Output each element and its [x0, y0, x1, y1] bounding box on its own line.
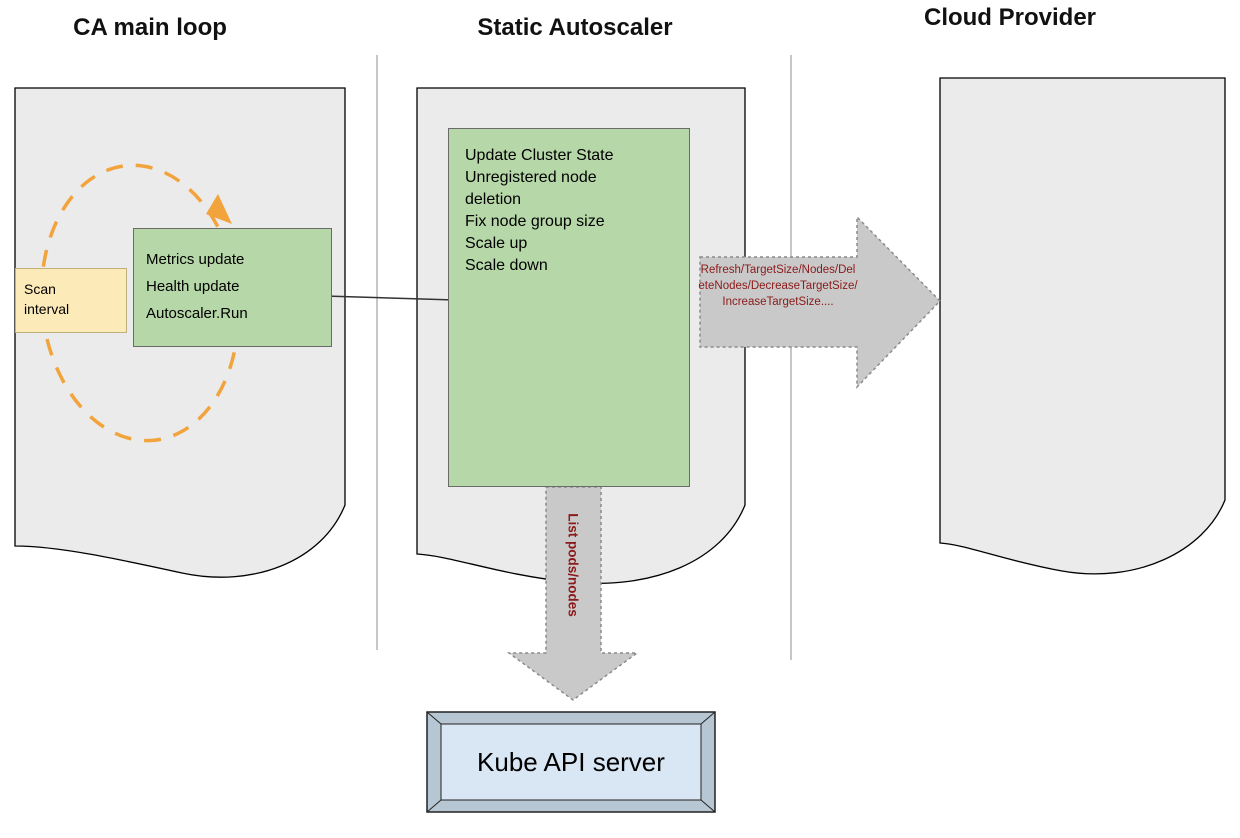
- autoscaler-step: Fix node group size: [465, 213, 605, 230]
- cloud-provider-document-shape: [939, 77, 1226, 575]
- arrow-to-kube-api-server: [506, 486, 640, 701]
- ca-run-box-line: Health update: [146, 278, 240, 295]
- kube-api-server-label: Kube API server: [477, 746, 665, 777]
- autoscaler-step: Unregistered node deletion: [465, 169, 597, 208]
- kube-api-server-inner-face: [440, 723, 702, 801]
- heading-static-autoscaler: Static Autoscaler: [477, 14, 673, 41]
- ca-run-box: Metrics update Health update Autoscaler.…: [133, 228, 332, 347]
- ca-run-box-line: Metrics update: [146, 251, 245, 268]
- scan-interval-label: Scan interval: [24, 281, 70, 317]
- scan-loop-arrowhead-icon: [206, 194, 232, 224]
- run-to-autoscaler-connector: [324, 295, 456, 301]
- kube-api-arrow-label: List pods/nodes: [565, 513, 581, 617]
- autoscaler-step: Scale up: [465, 235, 528, 252]
- kube-box-corner-line-br: [700, 799, 716, 813]
- arrow-to-cloud-provider: [699, 215, 942, 389]
- kube-box-corner-line-tl: [426, 711, 442, 725]
- autoscaler-steps-box: Update Cluster State Unregistered node d…: [448, 128, 690, 487]
- kube-box-corner-line-tr: [700, 711, 716, 725]
- kube-api-server-box: [426, 711, 716, 813]
- scan-interval-box: Scan interval: [15, 268, 127, 333]
- autoscaler-step: Update Cluster State: [465, 147, 614, 164]
- cloud-provider-arrow-label: Refresh/TargetSize/Nodes/DeleteNodes/Dec…: [698, 264, 858, 308]
- heading-cloud-provider: Cloud Provider: [923, 4, 1097, 31]
- autoscaler-step: Scale down: [465, 257, 548, 274]
- ca-run-box-line: Autoscaler.Run: [146, 305, 248, 322]
- kube-box-corner-line-bl: [426, 799, 442, 813]
- heading-ca-main-loop: CA main loop: [73, 14, 227, 41]
